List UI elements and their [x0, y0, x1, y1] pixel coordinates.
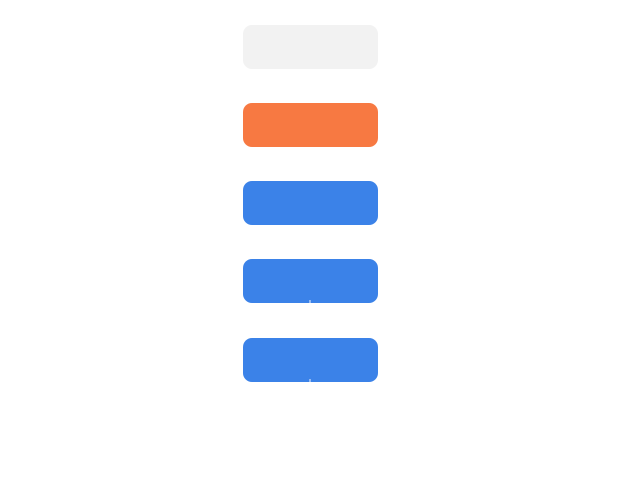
button-seam-marker — [309, 379, 311, 382]
primary-pill-button-2[interactable] — [243, 259, 378, 303]
accent-pill-button[interactable] — [243, 103, 378, 147]
neutral-pill-button[interactable] — [243, 25, 378, 69]
primary-pill-button-3[interactable] — [243, 338, 378, 382]
primary-pill-button-1[interactable] — [243, 181, 378, 225]
button-seam-marker — [309, 300, 311, 303]
